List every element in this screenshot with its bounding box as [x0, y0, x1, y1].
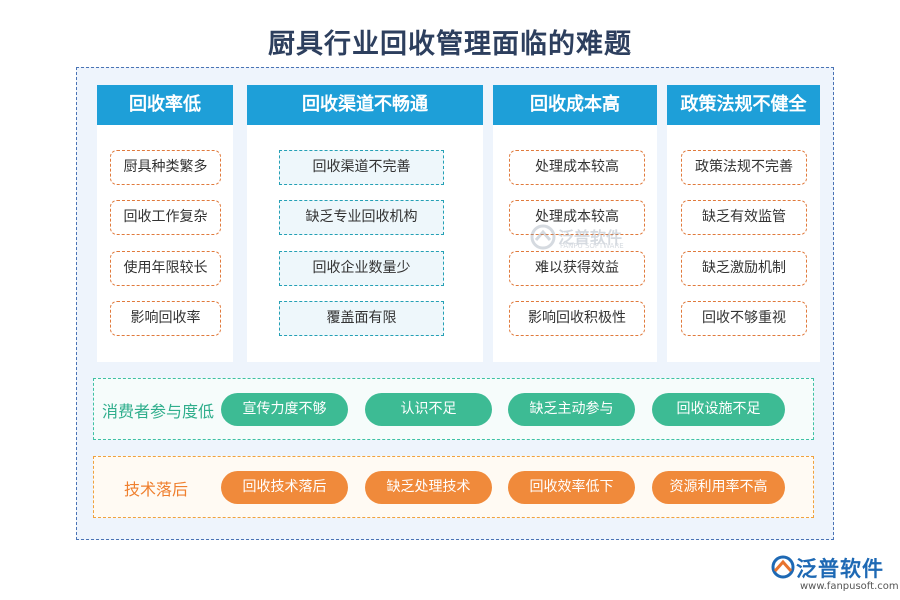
column-item: 影响回收率: [110, 301, 221, 336]
diagram-title: 厨具行业回收管理面临的难题: [268, 29, 632, 60]
column-item: 回收工作复杂: [110, 200, 221, 235]
column-item: 缺乏有效监管: [681, 200, 807, 235]
column-item: 处理成本较高: [509, 200, 645, 235]
watermark-subtext: FANPU SOFTWARE: [560, 242, 624, 250]
brand-logo: 泛普软件 www.fanpusoft.com: [770, 553, 899, 597]
band-item: 认识不足: [365, 393, 492, 426]
column-header: 回收渠道不畅通: [247, 85, 483, 125]
watermark-logo-icon: [530, 224, 556, 250]
band-item: 资源利用率不高: [652, 471, 785, 504]
column-header: 回收率低: [97, 85, 233, 125]
column-item: 缺乏激励机制: [681, 251, 807, 286]
column-item: 覆盖面有限: [279, 301, 444, 336]
column-item: 使用年限较长: [110, 251, 221, 286]
column-low-recovery-rate: 回收率低 厨具种类繁多 回收工作复杂 使用年限较长 影响回收率: [97, 85, 233, 362]
column-item: 厨具种类繁多: [110, 150, 221, 185]
watermark-text: 泛普软件: [558, 228, 623, 247]
column-item: 难以获得效益: [509, 251, 645, 286]
column-item: 影响回收积极性: [509, 301, 645, 336]
column-item: 处理成本较高: [509, 150, 645, 185]
band-label: 技术落后: [124, 480, 189, 499]
column-item: 政策法规不完善: [681, 150, 807, 185]
column-item: 缺乏专业回收机构: [279, 200, 444, 235]
fanpu-logo-icon: [771, 555, 795, 579]
column-header: 回收成本高: [493, 85, 657, 125]
technology-band: 技术落后 回收技术落后 缺乏处理技术 回收效率低下 资源利用率不高: [93, 456, 814, 518]
column-channel-blocked: 回收渠道不畅通 回收渠道不完善 缺乏专业回收机构 回收企业数量少 覆盖面有限: [247, 85, 483, 362]
column-item: 回收渠道不完善: [279, 150, 444, 185]
band-item: 缺乏处理技术: [365, 471, 492, 504]
band-item: 宣传力度不够: [221, 393, 348, 426]
band-label: 消费者参与度低: [102, 402, 215, 421]
band-item: 回收设施不足: [652, 393, 785, 426]
band-item: 回收效率低下: [508, 471, 635, 504]
band-item: 回收技术落后: [221, 471, 348, 504]
column-high-cost: 回收成本高 处理成本较高 处理成本较高 难以获得效益 影响回收积极性: [493, 85, 657, 362]
column-policy-incomplete: 政策法规不健全 政策法规不完善 缺乏有效监管 缺乏激励机制 回收不够重视: [667, 85, 820, 362]
column-item: 回收不够重视: [681, 301, 807, 336]
logo-url: www.fanpusoft.com: [800, 581, 899, 592]
logo-text: 泛普软件: [796, 557, 884, 581]
column-header: 政策法规不健全: [667, 85, 820, 125]
column-item: 回收企业数量少: [279, 251, 444, 286]
band-item: 缺乏主动参与: [508, 393, 635, 426]
consumer-participation-band: 消费者参与度低 宣传力度不够 认识不足 缺乏主动参与 回收设施不足: [93, 378, 814, 440]
watermark: 泛普软件 FANPU SOFTWARE: [530, 222, 640, 252]
